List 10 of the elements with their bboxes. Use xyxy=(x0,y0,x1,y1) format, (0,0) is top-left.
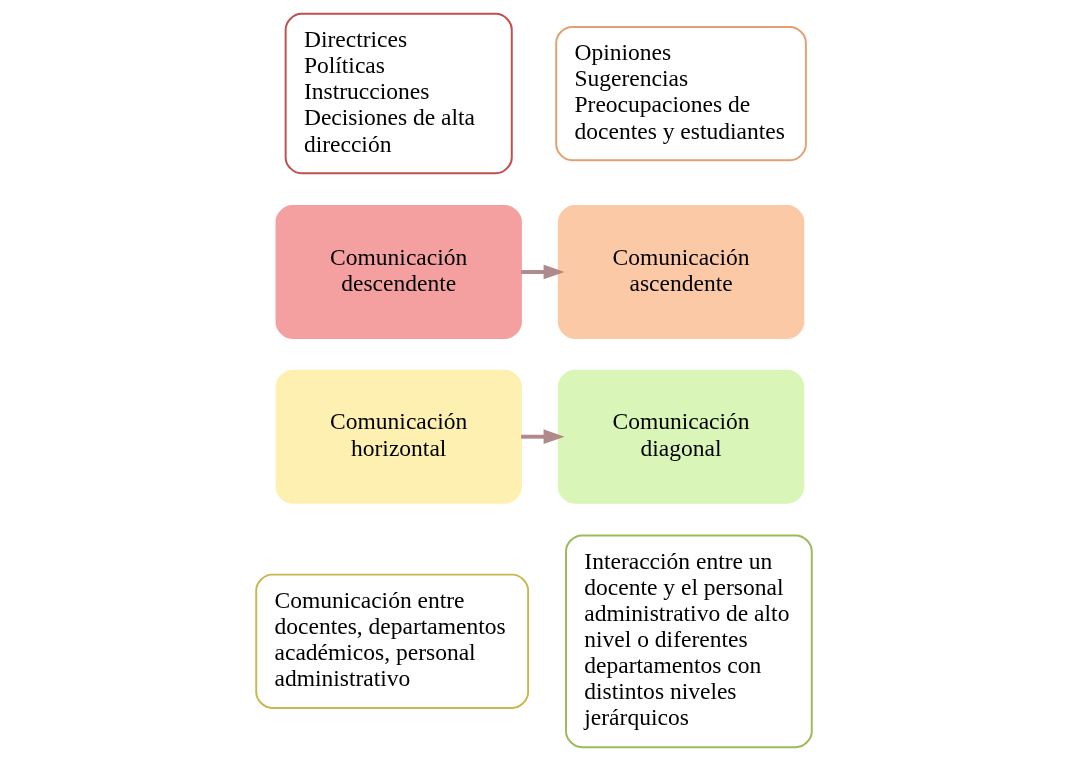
node-box: Interacción entre un docente y el personal administrativo de alto nivel o diferentes departamentos con distintos niveles jerárquicos xyxy=(564,534,813,749)
arrow xyxy=(520,264,565,280)
arrow xyxy=(520,429,565,445)
node-box: Comunicación horizontal xyxy=(275,369,522,504)
node-box: Comunicación ascendente xyxy=(557,205,804,339)
node-box: Comunicación diagonal xyxy=(557,369,804,504)
node-box: Comunicación entre docentes, departamentos académicos, personal administrativo xyxy=(254,573,529,709)
node-box: Opiniones Sugerencias Preocupaciones de docentes y estudiantes xyxy=(554,25,807,162)
node-box: Directrices Políticas Instrucciones Decisiones de alta dirección xyxy=(284,12,513,175)
node-box: Comunicación descendente xyxy=(275,205,522,339)
